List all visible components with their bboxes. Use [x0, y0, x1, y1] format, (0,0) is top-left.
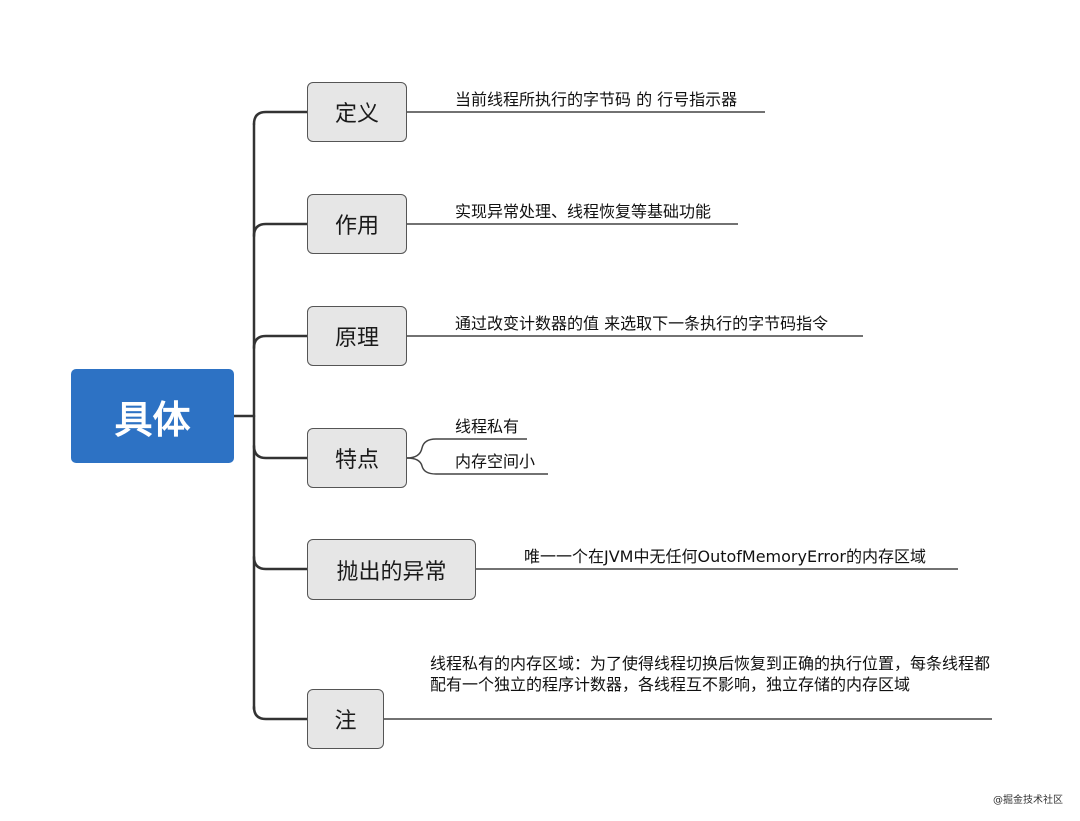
leaf-line-tedian-1 [406, 438, 527, 459]
leaf-tedian-1: 线程私有 [455, 417, 520, 436]
leaf-line-tedian-2 [406, 457, 548, 475]
leaf-yichang: 唯一一个在JVM中无任何OutofMemoryError的内存区域 [524, 547, 926, 566]
node-label: 作用 [334, 214, 379, 239]
root-node: 具体 [71, 369, 234, 463]
branch-connector-zhu [252, 705, 309, 721]
branch-connector-yuanli [252, 334, 309, 350]
node-zhu: 注 [307, 689, 384, 749]
node-dingyi: 定义 [307, 82, 407, 142]
node-label: 特点 [334, 448, 379, 473]
leaf-tedian-2: 内存空间小 [455, 452, 536, 471]
node-tedian: 特点 [307, 428, 407, 488]
leaf-yuanli: 通过改变计数器的值 来选取下一条执行的字节码指令 [455, 314, 829, 333]
watermark: @掘金技术社区 [993, 795, 1063, 806]
node-label: 抛出的异常 [336, 559, 447, 585]
leaf-zuoyong: 实现异常处理、线程恢复等基础功能 [455, 202, 712, 221]
leaf-dingyi: 当前线程所执行的字节码 的 行号指示器 [455, 90, 738, 109]
branch-connector-yichang [252, 555, 309, 571]
node-zuoyong: 作用 [307, 194, 407, 254]
root-label: 具体 [114, 397, 191, 442]
node-label: 原理 [334, 326, 379, 351]
node-label: 定义 [334, 102, 379, 127]
leaf-zhu: 线程私有的内存区域：为了使得线程切换后恢复到正确的执行位置，每条线程都配有一个独… [430, 654, 991, 694]
node-label: 注 [334, 709, 357, 734]
branch-connector-tedian [252, 444, 309, 460]
node-yuanli: 原理 [307, 306, 407, 366]
branch-connector-zuoyong [252, 222, 309, 238]
branch-connector-dingyi [252, 110, 309, 126]
node-yichang: 抛出的异常 [307, 539, 476, 600]
